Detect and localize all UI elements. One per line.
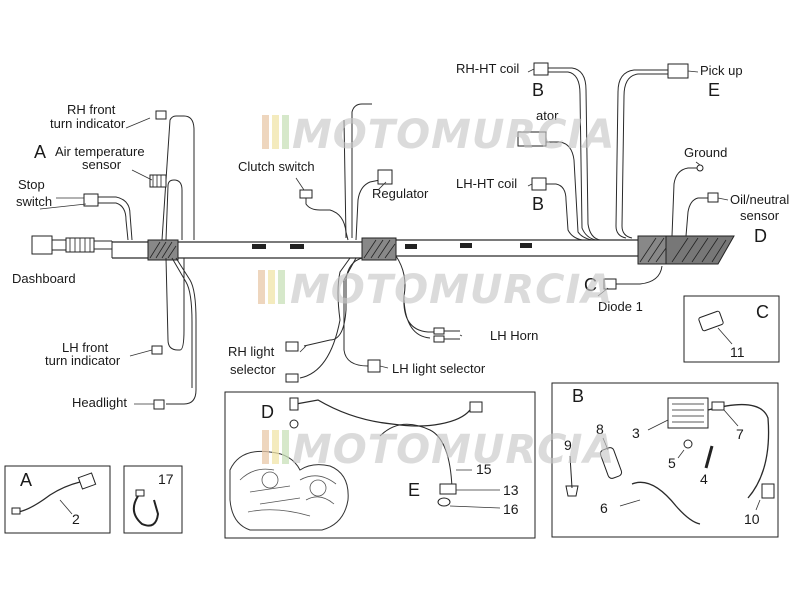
inset-c-part: 11	[730, 344, 745, 360]
rh-ht-coil-label: RH-HT coil	[456, 61, 519, 76]
oil-neutral-label-2: sensor	[740, 208, 780, 223]
junction-block-right	[637, 235, 735, 265]
headlight-label: Headlight	[72, 395, 127, 410]
inset-b-part-5: 5	[668, 455, 676, 471]
stop-switch-label-1: Stop	[18, 177, 45, 192]
inset-a-letter: A	[20, 470, 32, 490]
diode-letter: C	[584, 275, 597, 295]
inset-b-part-8: 8	[596, 421, 604, 437]
air-temp-label-2: sensor	[82, 157, 122, 172]
dashboard-label: Dashboard	[12, 271, 76, 286]
inset-c: C 11	[683, 295, 780, 363]
inset-b-part-6: 6	[600, 500, 608, 516]
inset-d: D E 15 13 16	[224, 391, 536, 539]
lh-ht-coil-label: LH-HT coil	[456, 176, 517, 191]
oil-neutral-letter: D	[754, 226, 767, 246]
junction-block-center	[361, 237, 397, 261]
stop-switch-label-2: switch	[16, 194, 52, 209]
dashboard-connector	[31, 235, 113, 258]
pick-up-letter: E	[708, 80, 720, 100]
watermark-text-top: MOTOMURCIA	[292, 112, 615, 158]
inset-d-part-16: 16	[503, 501, 519, 517]
oil-neutral-label-1: Oil/neutral	[730, 192, 789, 207]
inset-a-part: 2	[72, 511, 80, 527]
inset-d-part-15: 15	[476, 461, 492, 477]
inset-b-part-4: 4	[700, 471, 708, 487]
rh-light-label-2: selector	[230, 362, 276, 377]
lh-light-label: LH light selector	[392, 361, 486, 376]
pick-up-label: Pick up	[700, 63, 743, 78]
inset-a: A 2	[4, 465, 111, 534]
inset-b-letter: B	[572, 386, 584, 406]
rh-front-turn-label-2: turn indicator	[50, 116, 126, 131]
regulator-label: Regulator	[372, 186, 429, 201]
ground-label: Ground	[684, 145, 727, 160]
main-labels: RH front turn indicator A Air temperatur…	[12, 61, 789, 410]
watermark-bottom: MOTOMURCIA	[262, 427, 615, 473]
watermark-middle: MOTOMURCIA	[258, 267, 613, 313]
lh-front-turn-label-1: LH front	[62, 340, 109, 355]
inset-b-part-9: 9	[564, 437, 572, 453]
lh-ht-letter: B	[532, 194, 544, 214]
engine-sketch	[229, 450, 349, 531]
diode-label: Diode 1	[598, 299, 643, 314]
inset-b-part-3: 3	[632, 425, 640, 441]
inset-b-part-7: 7	[736, 426, 744, 442]
inset-b: B 3 7 8 9 5 4 6 10	[551, 382, 779, 538]
watermarks: MOTOMURCIA MOTOMURCIA MOTOMURCIA	[258, 112, 615, 473]
rh-light-label-1: RH light	[228, 344, 275, 359]
inset-d-letter: D	[261, 402, 274, 422]
air-temp-letter: A	[34, 142, 46, 162]
inset-b-part-10: 10	[744, 511, 760, 527]
rh-front-turn-label-1: RH front	[67, 102, 116, 117]
watermark-text-bottom: MOTOMURCIA	[292, 427, 615, 473]
inset-d-part-13: 13	[503, 482, 519, 498]
main-harness	[31, 62, 735, 410]
air-temp-label-1: Air temperature	[55, 144, 145, 159]
inset-d-sub-letter: E	[408, 480, 420, 500]
watermark-top: MOTOMURCIA	[262, 112, 615, 158]
lh-horn-label: LH Horn	[490, 328, 538, 343]
watermark-text-middle: MOTOMURCIA	[290, 267, 613, 313]
junction-block-left	[147, 239, 179, 261]
lh-front-turn-label-2: turn indicator	[45, 353, 121, 368]
clutch-switch-label: Clutch switch	[238, 159, 315, 174]
actuator-label: ator	[536, 108, 559, 123]
inset-clamp: 17	[123, 465, 183, 534]
clamp-part: 17	[158, 471, 174, 487]
rh-ht-letter: B	[532, 80, 544, 100]
inset-c-letter: C	[756, 302, 769, 322]
